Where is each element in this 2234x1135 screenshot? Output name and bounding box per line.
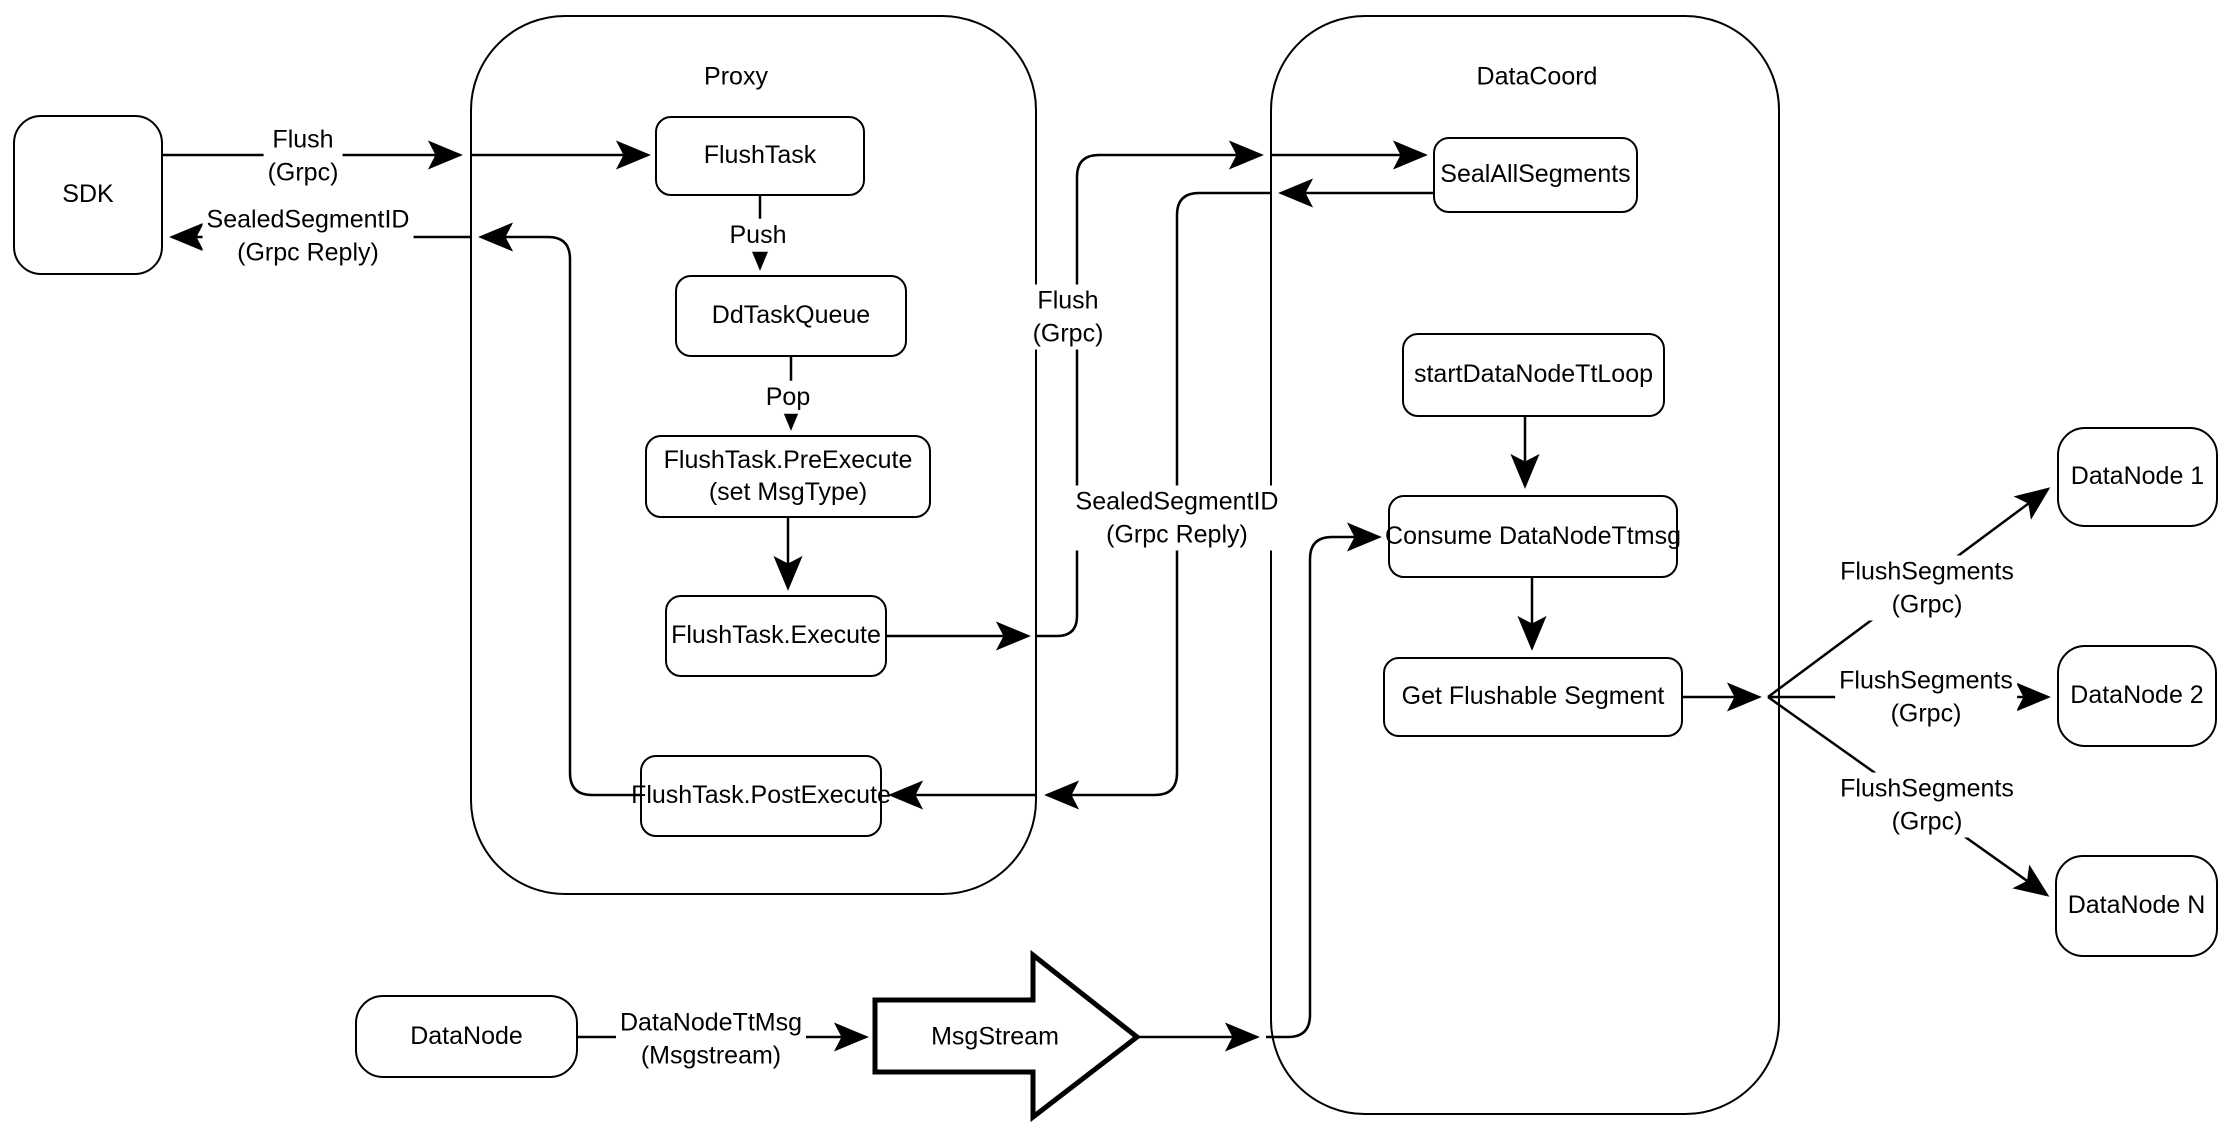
node-getflushablesegment-label: Get Flushable Segment <box>1401 682 1665 711</box>
edge-label-sealed-sdk: SealedSegmentID (Grpc Reply) <box>202 203 414 269</box>
datacoord-title: DataCoord <box>1476 62 1598 91</box>
msgstream-label: MsgStream <box>931 1022 1059 1051</box>
edge-label-sealed-mid-line2: (Grpc Reply) <box>1106 520 1248 548</box>
node-startdatanodettloop-label: startDataNodeTtLoop <box>1413 360 1654 389</box>
edge-label-flush-mid-line2: (Grpc) <box>1032 319 1104 347</box>
node-consumedatanodettmsg: Consume DataNodeTtmsg <box>1385 495 1681 578</box>
node-sdk: SDK <box>13 115 163 275</box>
node-datanoden-label: DataNode N <box>2067 891 2206 920</box>
edge-label-pop: Pop <box>761 380 815 414</box>
edge-label-push-line1: Push <box>729 220 787 249</box>
node-sdk-label: SDK <box>62 180 114 209</box>
node-postexecute-label: FlushTask.PostExecute <box>631 781 891 810</box>
node-flushtask: FlushTask <box>655 116 865 196</box>
node-consumedatanodettmsg-label: Consume DataNodeTtmsg <box>1385 521 1681 550</box>
node-getflushablesegment: Get Flushable Segment <box>1383 657 1683 737</box>
node-ddtaskqueue: DdTaskQueue <box>675 275 907 357</box>
edge-label-datanodettmsg-line1: DataNodeTtMsg <box>619 1008 803 1037</box>
node-startdatanodettloop: startDataNodeTtLoop <box>1402 333 1665 417</box>
node-preexecute: FlushTask.PreExecute (set MsgType) <box>645 435 931 518</box>
edge-label-flushsegments-2-line1: FlushSegments <box>1839 666 2013 695</box>
edge-label-sealed-sdk-line2: (Grpc Reply) <box>237 238 379 266</box>
edge-flush-up-to-datacoord <box>1037 140 1264 638</box>
node-preexecute-label-line2: (set MsgType) <box>708 477 868 506</box>
edge-label-flushsegments-1-line2: (Grpc) <box>1891 590 1963 618</box>
node-sealallsegments: SealAllSegments <box>1433 137 1638 213</box>
node-sealallsegments-label: SealAllSegments <box>1440 160 1631 189</box>
node-datanode-bottom-label: DataNode <box>410 1021 523 1050</box>
edge-label-flushsegments-1: FlushSegments (Grpc) <box>1836 555 2018 621</box>
edge-label-flushsegments-2: FlushSegments (Grpc) <box>1835 664 2017 730</box>
node-datanode1: DataNode 1 <box>2057 427 2218 527</box>
node-preexecute-label-line1: FlushTask.PreExecute <box>663 446 913 475</box>
node-flushtask-label: FlushTask <box>703 141 817 170</box>
node-ddtaskqueue-label: DdTaskQueue <box>711 301 871 330</box>
edge-label-flush-sdk: Flush (Grpc) <box>263 123 343 189</box>
node-postexecute: FlushTask.PostExecute <box>631 755 891 837</box>
node-datanode2-label: DataNode 2 <box>2070 681 2204 710</box>
node-datanoden: DataNode N <box>2055 855 2218 957</box>
edge-label-flush-mid: Flush (Grpc) <box>1028 284 1108 350</box>
edge-label-flush-mid-line1: Flush <box>1037 286 1099 315</box>
edge-label-flushsegments-3-line2: (Grpc) <box>1891 807 1963 835</box>
node-execute-label: FlushTask.Execute <box>671 621 881 650</box>
edge-label-flush-sdk-line1: Flush <box>272 125 334 154</box>
edge-label-sealed-sdk-line1: SealedSegmentID <box>206 205 410 234</box>
edge-label-flushsegments-1-line1: FlushSegments <box>1840 557 2014 586</box>
edge-label-pop-line1: Pop <box>765 382 811 411</box>
edge-label-flushsegments-3-line1: FlushSegments <box>1840 774 2014 803</box>
edge-label-datanodettmsg: DataNodeTtMsg (Msgstream) <box>615 1006 807 1072</box>
node-datanode-bottom: DataNode <box>355 995 578 1078</box>
node-execute: FlushTask.Execute <box>665 595 887 677</box>
edge-label-flushsegments-3: FlushSegments (Grpc) <box>1836 772 2018 838</box>
edge-label-flush-sdk-line2: (Grpc) <box>267 158 339 186</box>
edge-label-sealed-mid-line1: SealedSegmentID <box>1075 487 1279 516</box>
node-datanode2: DataNode 2 <box>2057 645 2217 747</box>
edge-label-flushsegments-2-line2: (Grpc) <box>1890 699 1962 727</box>
edge-label-datanodettmsg-line2: (Msgstream) <box>640 1041 782 1069</box>
node-datanode1-label: DataNode 1 <box>2070 462 2205 491</box>
edge-label-push: Push <box>725 218 791 252</box>
edge-label-sealed-mid: SealedSegmentID (Grpc Reply) <box>1071 485 1283 551</box>
proxy-title: Proxy <box>704 62 768 91</box>
